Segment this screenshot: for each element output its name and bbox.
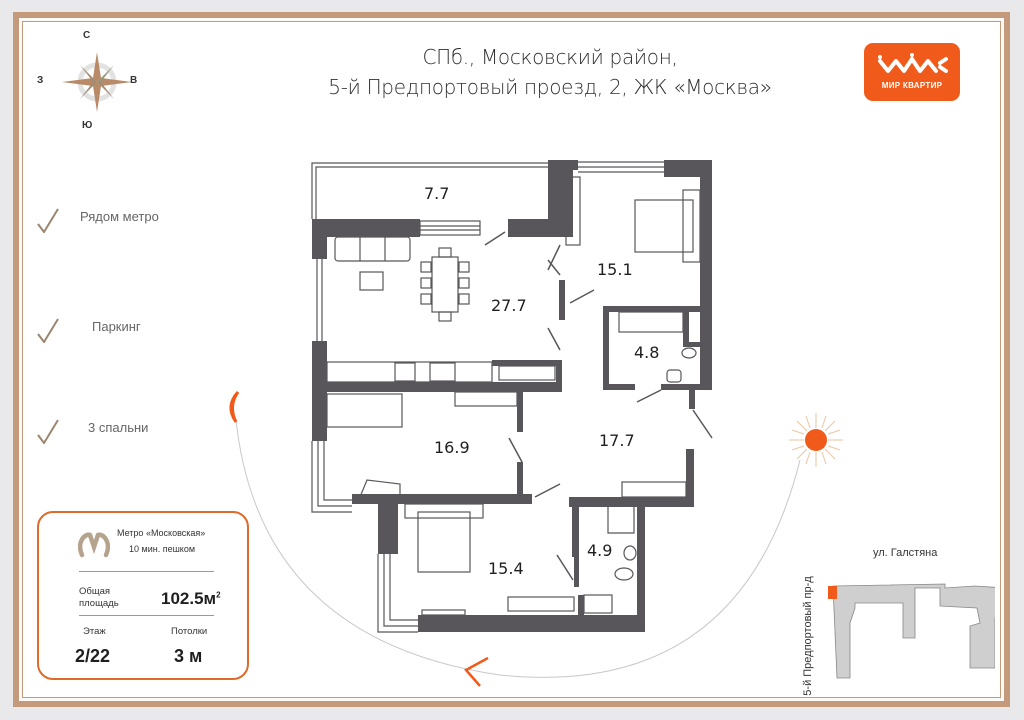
room-area-balcony: 7.7 [424,184,450,203]
room-area-bathroom-1: 4.8 [634,343,660,362]
compass-rose: С Ю З В [37,30,150,140]
page-frame [13,12,1010,707]
compass-south-label: Ю [82,120,93,131]
room-area-living: 27.7 [491,296,527,315]
compass-west-label: З [37,75,44,86]
room-area-bedroom-3: 15.4 [488,559,524,578]
ceiling-value: 3 м [174,646,203,666]
feature-item: Рядом метро [36,205,206,235]
metro-logo-icon [78,532,110,558]
brand-logo: МИР КВАРТИР [864,43,960,101]
compass-icon [62,52,132,112]
ceiling-label: Потолки [171,626,208,637]
metro-distance: 10 мин. пешком [129,544,196,554]
divider [79,615,214,616]
feature-label: 3 спальни [88,420,149,435]
floor-value: 2/22 [75,646,111,666]
room-area-hallway: 17.7 [599,431,635,450]
feature-label: Рядом метро [80,209,159,224]
logo-brand-text: МИР КВАРТИР [881,81,943,90]
checkmark-icon [37,208,59,233]
street-label-left: 5-й Предпортовый пр-д [802,576,814,696]
divider [79,571,214,572]
address-line-1: СПб., Московский район, [422,45,678,69]
address-line-2: 5-й Предпортовый проезд, 2, ЖК «Москва» [328,75,772,99]
room-area-bedroom-1: 15.1 [597,260,633,279]
total-area-value: 102.5м2 [161,589,221,608]
compass-north-label: С [83,30,91,41]
feature-label: Паркинг [92,319,141,334]
room-area-bedroom-2: 16.9 [434,438,470,457]
feature-item: Паркинг [36,315,206,345]
compass-east-label: В [130,75,138,86]
metro-station: Метро «Московская» [117,528,206,538]
room-area-bathroom-2: 4.9 [587,541,613,560]
site-plan-map [828,583,995,679]
feature-item: 3 спальни [36,416,206,446]
total-area-label: Общая площадь [79,586,119,609]
building-marker-icon [828,586,837,599]
floor-label: Этаж [83,626,106,637]
info-card: Метро «Московская» 10 мин. пешком Общая … [37,511,249,680]
street-label-top: ул. Галстяна [873,547,938,559]
logo-mark-icon [878,53,948,73]
checkmark-icon [37,419,59,444]
page-title: СПб., Московский район, 5-й Предпортовый… [300,42,800,102]
checkmark-icon [37,318,59,343]
